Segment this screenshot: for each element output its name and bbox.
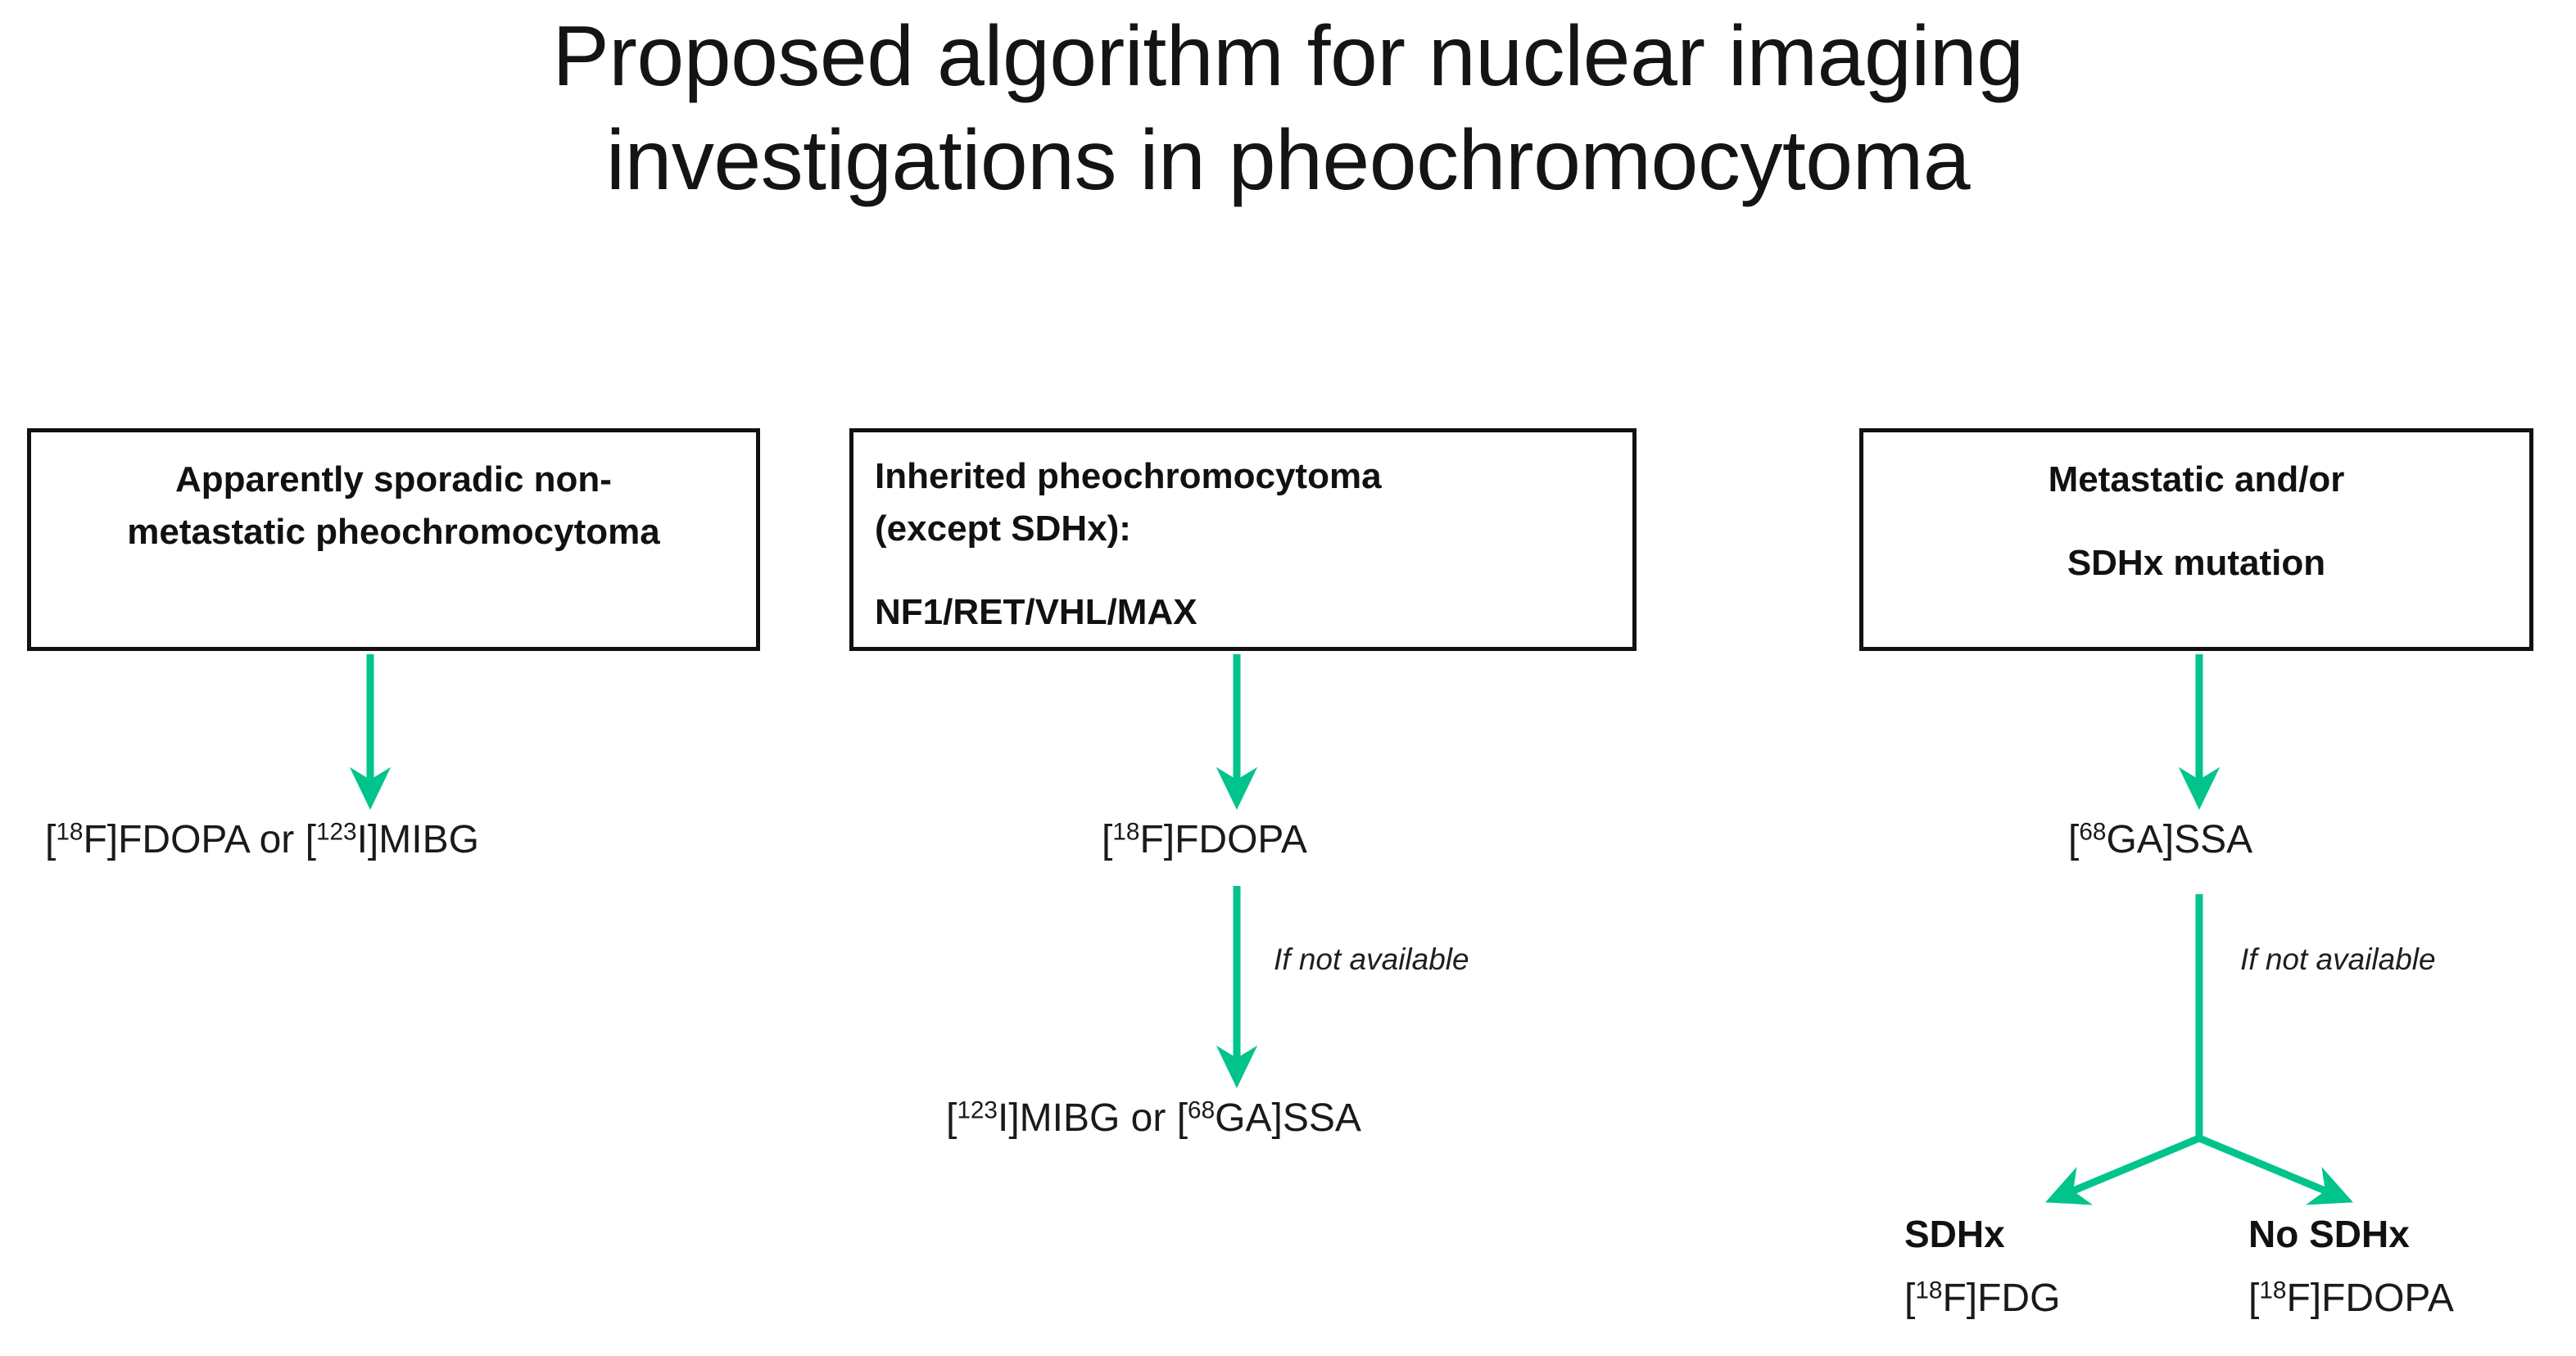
tracer-alt-mid: ]MIBG or [ <box>1008 1096 1188 1140</box>
tracer-no-sdhx-tail: ]FDOPA <box>2310 1277 2454 1320</box>
tracer-metastatic-tail: ]SSA <box>2162 818 2253 861</box>
tracer-label-sdhx-branch: [18F]FDG <box>1904 1277 2061 1320</box>
isotope-68-a: 68 <box>1188 1096 1216 1124</box>
page-title-line-1: Proposed algorithm for nuclear imaging <box>552 9 2024 104</box>
box-sporadic-line-2: metastatic pheochromocytoma <box>127 511 660 552</box>
isotope-123-b: 123 <box>957 1096 998 1124</box>
tracer-sporadic-tail: ]MIBG <box>367 818 479 861</box>
box-metastatic-line-1: Metastatic and/or <box>2048 459 2345 499</box>
isotope-18-b: 18 <box>1112 818 1140 846</box>
tracer-sdhx-tail: ]FDG <box>1966 1277 2061 1320</box>
box-inherited-line-2: (except SDHx): <box>875 508 1131 549</box>
arrow-branch-to-no-sdhx <box>2198 1134 2353 1205</box>
note-if-not-available-inherited: If not available <box>1274 942 1469 976</box>
node-box-apparently-sporadic[interactable]: Apparently sporadic non- metastatic pheo… <box>27 428 760 651</box>
box-inherited-line-1: Inherited pheochromocytoma <box>875 456 1382 496</box>
tracer-sporadic-mid: ]FDOPA or [ <box>106 818 316 861</box>
box-inherited-gene-list: NF1/RET/VHL/MAX <box>875 591 1197 632</box>
note-if-not-available-metastatic: If not available <box>2240 942 2436 976</box>
tracer-alt-tail: ]SSA <box>1271 1096 1361 1140</box>
box-sporadic-line-1: Apparently sporadic non- <box>175 459 612 499</box>
tracer-label-inherited-alternative: [123I]MIBG or [68GA]SSA <box>946 1096 1361 1140</box>
tracer-label-inherited: [18F]FDOPA <box>1102 818 1307 861</box>
page-title-line-2: investigations in pheochromocytoma <box>605 112 1971 208</box>
arrow-branch-to-sdhx <box>2045 1134 2201 1205</box>
page-title: Proposed algorithm for nuclear imaging i… <box>0 5 2576 213</box>
tracer-inherited-tail: ]FDOPA <box>1163 818 1307 861</box>
element-f-a: F <box>83 818 107 861</box>
node-box-metastatic-or-sdhx[interactable]: Metastatic and/or SDHx mutation <box>1859 428 2533 651</box>
element-ga-a: GA <box>1215 1096 1272 1140</box>
tracer-label-sporadic: [18F]FDOPA or [123I]MIBG <box>45 818 479 861</box>
element-f-b: F <box>1139 818 1164 861</box>
isotope-18-a: 18 <box>56 818 84 846</box>
isotope-123-a: 123 <box>315 818 357 846</box>
box-metastatic-line-2: SDHx mutation <box>2067 542 2326 583</box>
element-f-d: F <box>2286 1277 2311 1320</box>
branch-label-sdhx: SDHx <box>1904 1213 2005 1255</box>
element-i-a: I <box>356 818 368 861</box>
branch-label-no-sdhx: No SDHx <box>2248 1213 2410 1255</box>
tracer-label-no-sdhx-branch: [18F]FDOPA <box>2248 1277 2454 1320</box>
node-box-inherited-pheochromocytoma[interactable]: Inherited pheochromocytoma (except SDHx)… <box>849 428 1637 651</box>
isotope-68-b: 68 <box>2079 818 2107 846</box>
element-i-b: I <box>997 1096 1009 1140</box>
tracer-label-metastatic: [68GA]SSA <box>2068 818 2253 861</box>
element-f-c: F <box>1942 1277 1967 1320</box>
element-ga-b: GA <box>2106 818 2163 861</box>
isotope-18-d: 18 <box>2259 1277 2287 1304</box>
isotope-18-c: 18 <box>1915 1277 1943 1304</box>
